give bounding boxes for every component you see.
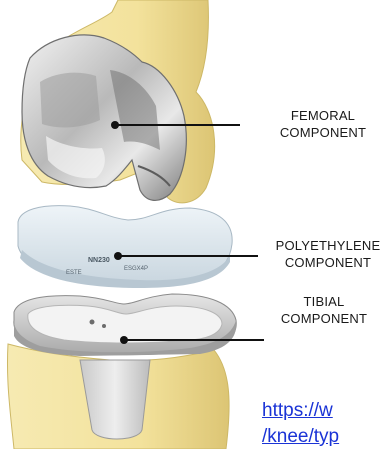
polyethylene-label-line-1: POLYETHYLENE <box>258 237 384 254</box>
engraving-text-3: ESGX4P <box>124 266 148 272</box>
tibial-label-line-2: COMPONENT <box>266 310 382 327</box>
engraving-text-1: ESTE <box>66 270 82 276</box>
source-link-line-1[interactable]: https://w <box>262 400 384 422</box>
femoral-component-label: FEMORAL COMPONENT <box>268 107 378 141</box>
tibial-component <box>14 294 236 356</box>
femoral-label-line-1: FEMORAL <box>268 107 378 124</box>
polyethylene-component: ESTE NN230 ESGX4P <box>18 206 232 288</box>
engraving-text-2: NN230 <box>88 257 110 264</box>
polyethylene-component-label: POLYETHYLENE COMPONENT <box>258 237 384 271</box>
tibial-component-label: TIBIAL COMPONENT <box>266 293 382 327</box>
source-link-line-2[interactable]: /knee/typ <box>262 426 384 449</box>
polyethylene-label-line-2: COMPONENT <box>258 254 384 271</box>
femoral-label-line-2: COMPONENT <box>268 124 378 141</box>
tibial-label-line-1: TIBIAL <box>266 293 382 310</box>
